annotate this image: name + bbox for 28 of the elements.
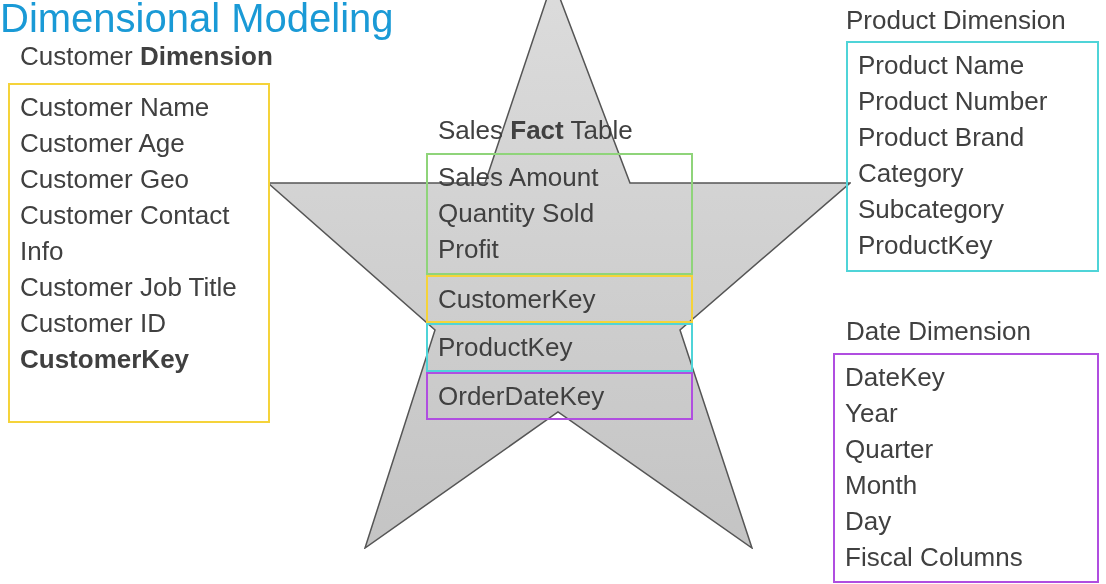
table-heading: Product Dimension — [846, 4, 1066, 37]
field-name: ProductKey — [438, 331, 574, 364]
field-name: Customer Contact Info — [20, 199, 231, 268]
field-name: Customer Age — [20, 127, 186, 160]
table-heading: Date Dimension — [846, 315, 1031, 348]
field-name: Profit — [438, 233, 500, 266]
field-name: Product Name — [858, 49, 1026, 82]
field-name: Day — [845, 505, 893, 538]
field-name: DateKey — [845, 361, 946, 394]
table-heading: Customer Dimension — [20, 40, 273, 73]
field-name: CustomerKey — [20, 343, 191, 376]
field-name: OrderDateKey — [438, 380, 606, 413]
field-name: CustomerKey — [438, 283, 597, 316]
field-name: Month — [845, 469, 919, 502]
field-name: Product Brand — [858, 121, 1026, 154]
field-name: Product Number — [858, 85, 1049, 118]
field-name: Category — [858, 157, 965, 190]
field-name: Subcategory — [858, 193, 1005, 226]
field-name: Year — [845, 397, 899, 430]
field-name: Fiscal Columns — [845, 541, 1024, 574]
field-name: Customer Geo — [20, 163, 191, 196]
field-name: Customer Name — [20, 91, 211, 124]
field-name: Quarter — [845, 433, 935, 466]
field-name: Customer ID — [20, 307, 167, 340]
field-name: Customer Job Title — [20, 271, 238, 304]
field-name: Quantity Sold — [438, 197, 596, 230]
slide-title: Dimensional Modeling — [0, 0, 394, 41]
field-name: ProductKey — [858, 229, 994, 262]
